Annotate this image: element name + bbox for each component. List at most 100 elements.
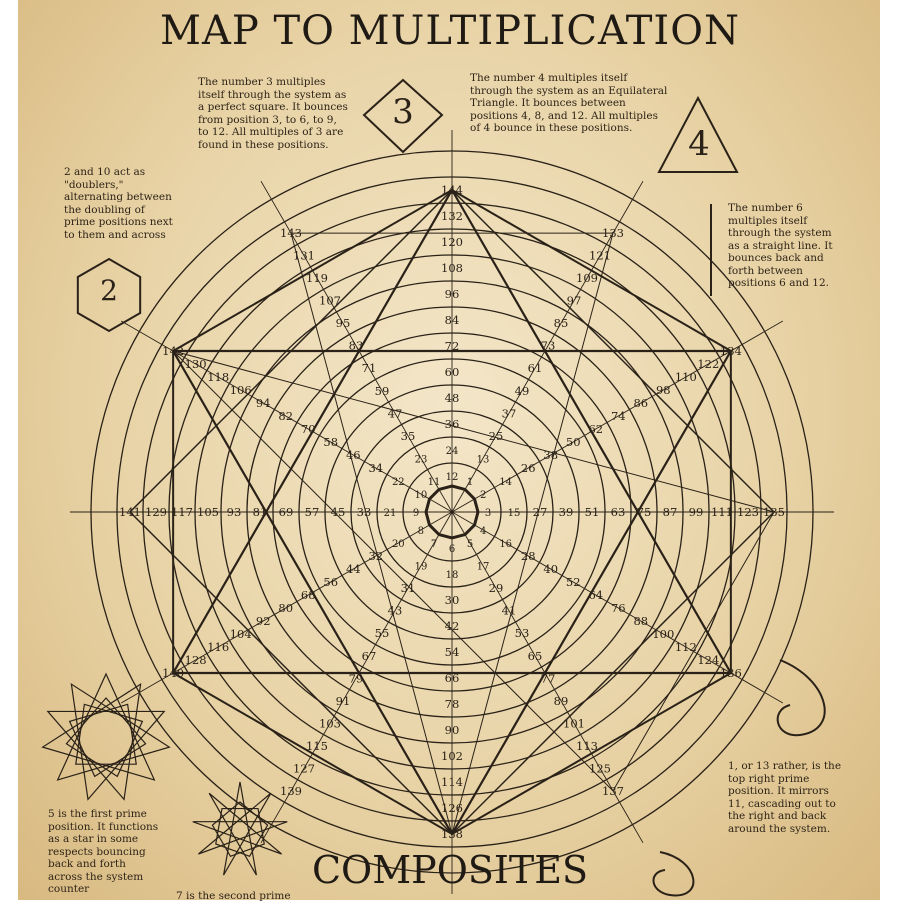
wheel-number: 12 <box>446 472 459 483</box>
wheel-number: 53 <box>515 626 530 640</box>
wheel-number: 101 <box>563 716 585 730</box>
poster-background <box>18 0 880 900</box>
wheel-number: 10 <box>414 490 427 501</box>
note-number-2: 2 and 10 act as "doublers," alternating … <box>64 166 173 241</box>
wheel-number: 128 <box>185 653 207 667</box>
wheel-number: 90 <box>445 723 460 737</box>
wheel-number: 124 <box>697 653 719 667</box>
star-9-inner-icon <box>211 801 269 858</box>
note-number-1: 1, or 13 rather, is the top right prime … <box>728 760 842 835</box>
wheel-number: 33 <box>357 505 372 519</box>
spoke-line <box>120 320 453 513</box>
wheel-number: 125 <box>589 761 611 775</box>
wheel-number: 49 <box>515 384 530 398</box>
wheel-number: 31 <box>401 581 416 595</box>
wheel-number: 34 <box>368 461 383 475</box>
wheel-number: 67 <box>362 649 377 663</box>
wheel-number: 109 <box>576 271 598 285</box>
wheel-number: 64 <box>588 588 603 602</box>
wheel-number: 74 <box>611 409 626 423</box>
note-number-3: The number 3 multiples itself through th… <box>198 76 348 151</box>
wheel-number: 19 <box>415 562 428 573</box>
wheel-number: 23 <box>415 454 428 465</box>
composites-heading: COMPOSITES <box>311 848 589 892</box>
center-polygon <box>424 484 480 540</box>
wheel-number: 88 <box>633 614 648 628</box>
wheel-number: 16 <box>499 539 512 550</box>
wheel-number: 58 <box>323 435 338 449</box>
wheel-number: 104 <box>230 627 252 641</box>
star-line-1 <box>290 232 614 836</box>
badge-4-triangle: 4 <box>688 124 710 164</box>
page-title: MAP TO MULTIPLICATION <box>160 8 740 54</box>
wheel-number: 114 <box>441 775 463 789</box>
wheel-number: 36 <box>445 417 460 431</box>
wheel-number: 96 <box>445 287 460 301</box>
wheel-number: 106 <box>230 383 252 397</box>
wheel-number: 118 <box>207 370 229 384</box>
wheel-number: 95 <box>336 316 351 330</box>
wheel-number: 62 <box>588 422 603 436</box>
wheel-number: 70 <box>301 422 316 436</box>
wheel-number: 102 <box>441 749 463 763</box>
wheel-number: 89 <box>554 694 569 708</box>
wheel-number: 144 <box>441 183 463 197</box>
wheel-number: 47 <box>388 406 403 420</box>
triangle-4-8-12 <box>171 187 733 675</box>
spoke-line <box>260 511 453 844</box>
wheel-number: 5 <box>467 539 473 550</box>
wheel-number: 99 <box>689 505 704 519</box>
badge-2-hexagon: 2 <box>100 274 118 307</box>
wheel-number: 42 <box>445 619 460 633</box>
wheel-number: 14 <box>499 477 512 488</box>
wheel-number: 71 <box>362 361 377 375</box>
spoke-line <box>120 511 453 704</box>
wheel-number: 143 <box>280 226 302 240</box>
wheel-number: 39 <box>559 505 574 519</box>
wheel-number: 37 <box>502 406 517 420</box>
wheel-number: 51 <box>585 505 600 519</box>
wheel-number: 133 <box>602 226 624 240</box>
wheel-number: 76 <box>611 601 626 615</box>
wheel-number: 26 <box>521 461 536 475</box>
wheel-number: 115 <box>306 739 328 753</box>
wheel-number: 18 <box>446 570 459 581</box>
wheel-number: 22 <box>392 477 405 488</box>
wheel-number: 61 <box>528 361 543 375</box>
wheel-number: 50 <box>566 435 581 449</box>
wheel-number: 27 <box>533 505 548 519</box>
wheel-number: 117 <box>171 505 193 519</box>
star-9-icon <box>192 781 288 876</box>
wheel-number: 139 <box>280 784 302 798</box>
wheel-number: 40 <box>543 562 558 576</box>
wheel-number: 94 <box>256 396 271 410</box>
wheel-number: 140 <box>162 666 184 680</box>
wheel-number: 91 <box>336 694 351 708</box>
wheel-number: 17 <box>477 562 490 573</box>
wheel-number: 100 <box>652 627 674 641</box>
wheel-number: 59 <box>375 384 390 398</box>
wheel-number: 127 <box>293 761 315 775</box>
wheel-number: 66 <box>445 671 460 685</box>
wheel-number: 2 <box>480 490 486 501</box>
wheel-number: 112 <box>675 640 697 654</box>
wheel-number: 75 <box>637 505 652 519</box>
spoke-line <box>451 511 784 704</box>
wheel-number: 38 <box>543 448 558 462</box>
wheel-number: 138 <box>441 827 463 841</box>
wheel-number: 126 <box>441 801 463 815</box>
hexagon-badge-icon <box>76 257 142 333</box>
wheel-number: 130 <box>185 357 207 371</box>
wheel-number: 82 <box>278 409 293 423</box>
wheel-number: 135 <box>763 505 785 519</box>
wheel-number: 98 <box>656 383 671 397</box>
wheel-number: 132 <box>441 209 463 223</box>
wheel-number: 15 <box>508 508 521 519</box>
spoke-line <box>260 180 453 513</box>
wheel-number: 120 <box>441 235 463 249</box>
wheel-number: 68 <box>301 588 316 602</box>
wheel-number: 60 <box>445 365 460 379</box>
wheel-number: 56 <box>323 575 338 589</box>
wheel-number: 69 <box>279 505 294 519</box>
